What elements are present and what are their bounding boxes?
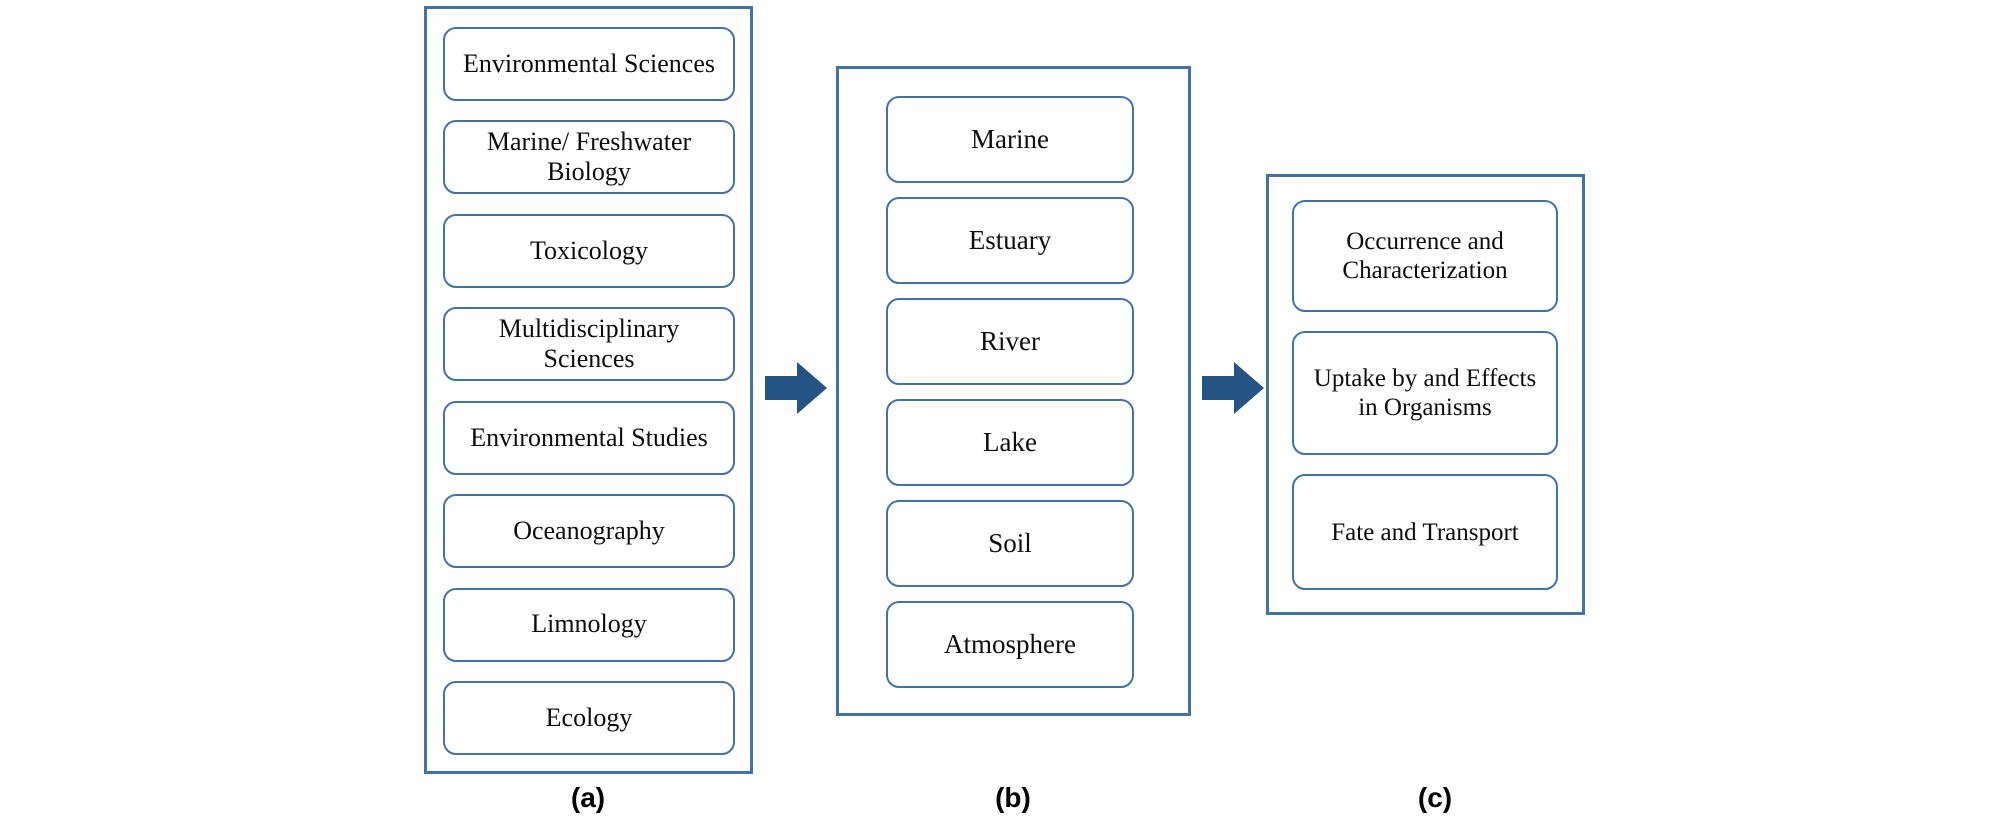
item-atmosphere[interactable]: Atmosphere <box>886 601 1134 688</box>
caption-a: (a) <box>570 782 606 813</box>
item-marine-freshwater-biology[interactable]: Marine/ Freshwater Biology <box>443 120 735 195</box>
item-environmental-sciences[interactable]: Environmental Sciences <box>443 27 735 101</box>
item-estuary[interactable]: Estuary <box>886 197 1134 284</box>
item-marine[interactable]: Marine <box>886 96 1134 183</box>
item-list-c: Occurrence and Characterization Uptake b… <box>1292 200 1558 590</box>
arrow-right-icon-a-to-b <box>765 362 827 414</box>
item-river[interactable]: River <box>886 298 1134 385</box>
item-list-a: Environmental Sciences Marine/ Freshwate… <box>443 27 735 755</box>
item-occurrence-and-characterization[interactable]: Occurrence and Characterization <box>1292 200 1558 312</box>
item-oceanography[interactable]: Oceanography <box>443 494 735 569</box>
item-fate-and-transport[interactable]: Fate and Transport <box>1292 474 1558 590</box>
item-environmental-studies[interactable]: Environmental Studies <box>443 400 735 475</box>
item-limnology[interactable]: Limnology <box>443 587 735 662</box>
item-list-b: Marine Estuary River Lake Soil Atmospher… <box>886 96 1134 688</box>
arrow-right-icon-b-to-c <box>1202 362 1264 414</box>
item-soil[interactable]: Soil <box>886 500 1134 587</box>
item-ecology[interactable]: Ecology <box>443 680 735 755</box>
item-uptake-by-and-effects-in-organisms[interactable]: Uptake by and Effects in Organisms <box>1292 331 1558 455</box>
item-toxicology[interactable]: Toxicology <box>443 213 735 288</box>
caption-b: (b) <box>995 782 1031 813</box>
caption-c: (c) <box>1417 782 1453 813</box>
item-multidisciplinary-sciences[interactable]: Multidisciplinary Sciences <box>443 307 735 382</box>
item-lake[interactable]: Lake <box>886 399 1134 486</box>
